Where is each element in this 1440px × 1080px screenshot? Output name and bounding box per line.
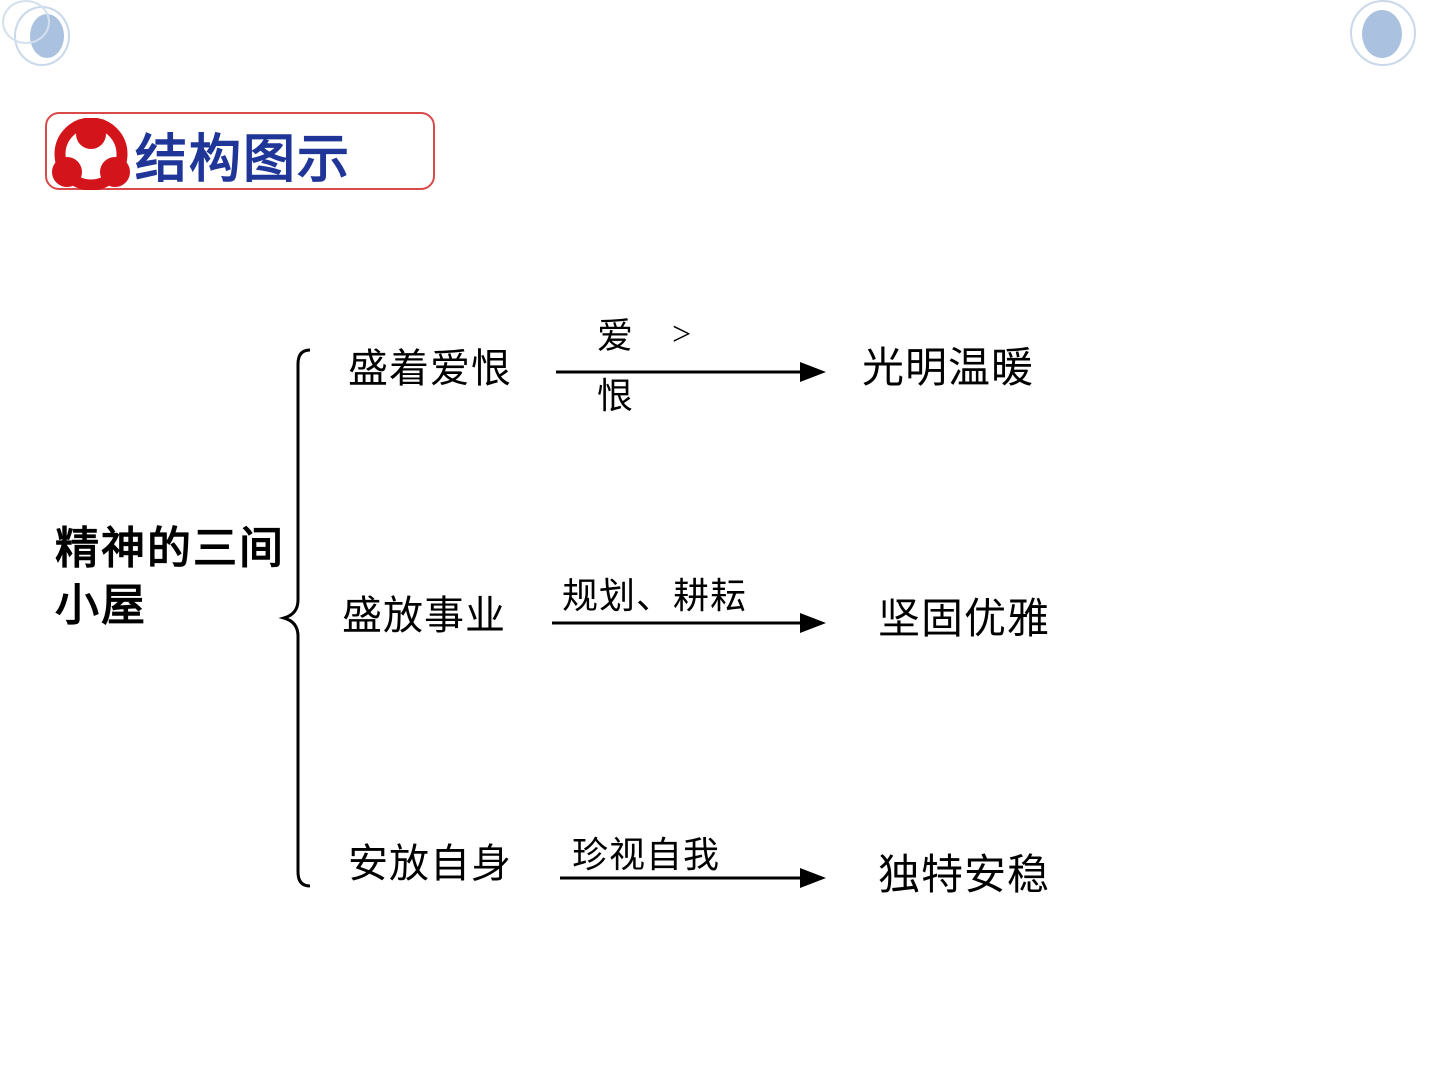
page-title: 结构图示 [135, 130, 352, 190]
diagram-result-node-2: 坚固优雅 [878, 597, 1051, 643]
arrow-branch-3 [560, 868, 826, 888]
edge-label-3: 珍视自我 [572, 835, 721, 875]
arrow-branch-1 [556, 362, 826, 382]
edge-label-1-bottom: 恨 [597, 376, 634, 416]
edge-label-2: 规划、耕耘 [562, 576, 748, 616]
diagram-root-node: 精神的三间小屋 [55, 524, 285, 631]
diagram-result-node-3: 独特安稳 [878, 853, 1051, 899]
brace-connector [278, 348, 311, 888]
edge-label-1-top: 爱 [597, 316, 634, 356]
title-badge [45, 112, 435, 190]
edge-label-1-extra: > [672, 316, 692, 353]
diagram-branch-node-3: 安放自身 [348, 841, 512, 886]
arrow-branch-2 [552, 613, 826, 633]
diagram-branch-node-2: 盛放事业 [342, 593, 506, 638]
three-circles-cluster-icon [45, 117, 137, 191]
diagram-branch-node-1: 盛着爱恨 [348, 346, 512, 391]
diagram-result-node-1: 光明温暖 [862, 346, 1035, 392]
